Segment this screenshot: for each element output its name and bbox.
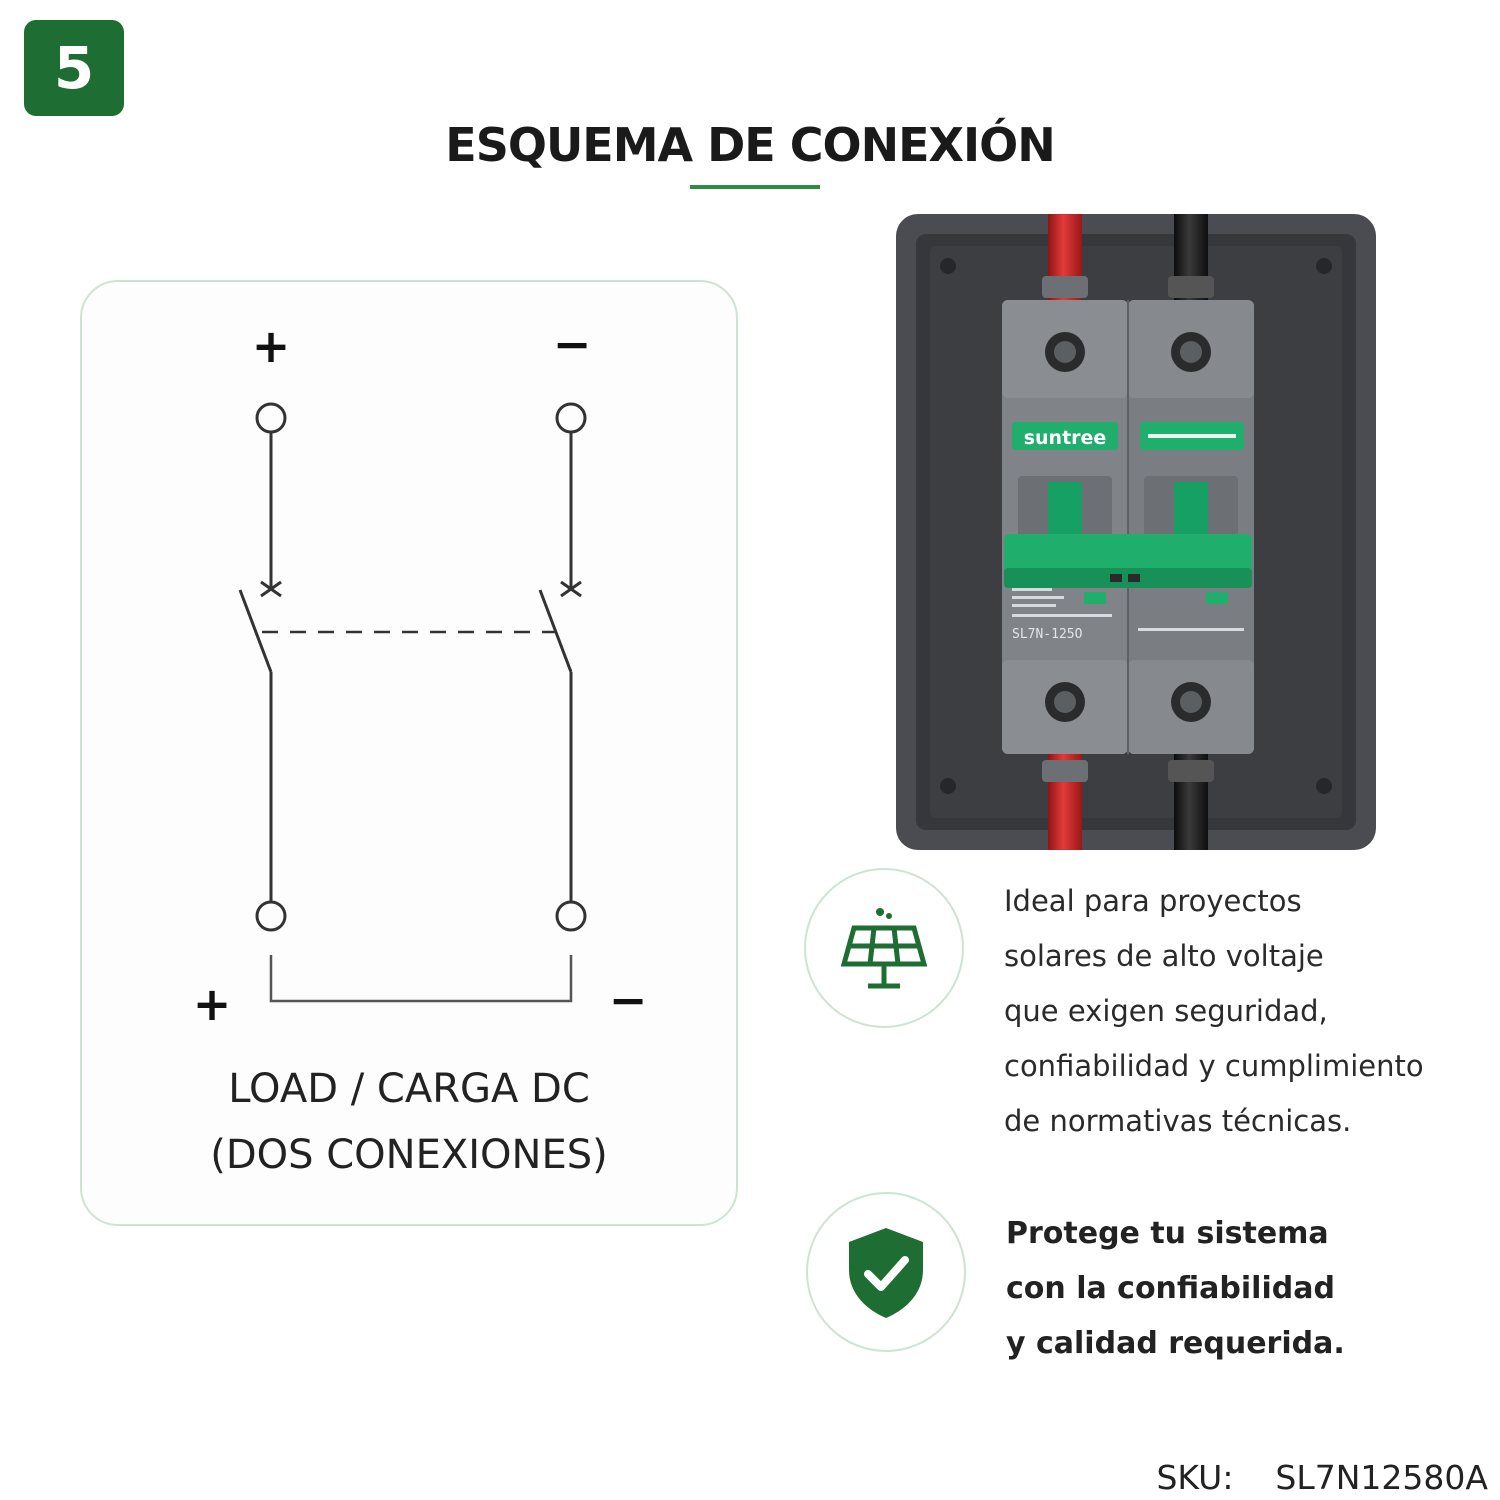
sku-label: SKU: SL7N12580A bbox=[1156, 1458, 1488, 1497]
wiring-diagram-card bbox=[80, 280, 738, 1226]
shield-check-icon bbox=[849, 1228, 923, 1318]
load-label-line2: (DOS CONEXIONES) bbox=[210, 1132, 608, 1178]
red-cable-bottom bbox=[1048, 744, 1082, 850]
black-cable-bottom bbox=[1174, 744, 1208, 850]
minus-top-label: − bbox=[553, 317, 592, 371]
switch-blade-left bbox=[238, 589, 273, 673]
terminal-top-right bbox=[555, 402, 587, 434]
sku-key: SKU: bbox=[1156, 1458, 1234, 1497]
load-loop bbox=[269, 955, 573, 1003]
contact-mark-left-b bbox=[260, 580, 282, 598]
step-badge: 5 bbox=[24, 20, 124, 116]
feature-text-protection: Protege tu sistema con la confiabilidad … bbox=[1006, 1216, 1345, 1361]
minus-bottom-label: − bbox=[609, 973, 648, 1027]
plus-bottom-label: + bbox=[193, 977, 232, 1031]
feature-text-solar: Ideal para proyectos solares de alto vol… bbox=[1004, 884, 1424, 1138]
terminal-bottom-right bbox=[555, 900, 587, 932]
sku-value: SL7N12580A bbox=[1275, 1458, 1488, 1497]
terminal-top-left bbox=[255, 402, 287, 434]
contact-mark-right-b bbox=[560, 580, 582, 598]
solar-panel-icon bbox=[840, 908, 928, 989]
breaker-brand-label: suntree bbox=[1024, 427, 1107, 449]
title-underline bbox=[690, 185, 820, 189]
solar-panel-icon-circle bbox=[804, 868, 964, 1028]
dc-breaker: suntree SL7N-125O bbox=[1002, 300, 1254, 754]
terminal-bottom-left bbox=[255, 900, 287, 932]
load-label-line1: LOAD / CARGA DC bbox=[228, 1066, 590, 1112]
breaker-model-label: SL7N-125O bbox=[1012, 627, 1083, 642]
shield-check-icon-circle bbox=[806, 1192, 966, 1352]
page-title: ESQUEMA DE CONEXIÓN bbox=[445, 118, 1055, 172]
breaker-enclosure-photo: suntree SL7N-125O bbox=[896, 214, 1376, 850]
plus-top-label: + bbox=[252, 319, 291, 373]
